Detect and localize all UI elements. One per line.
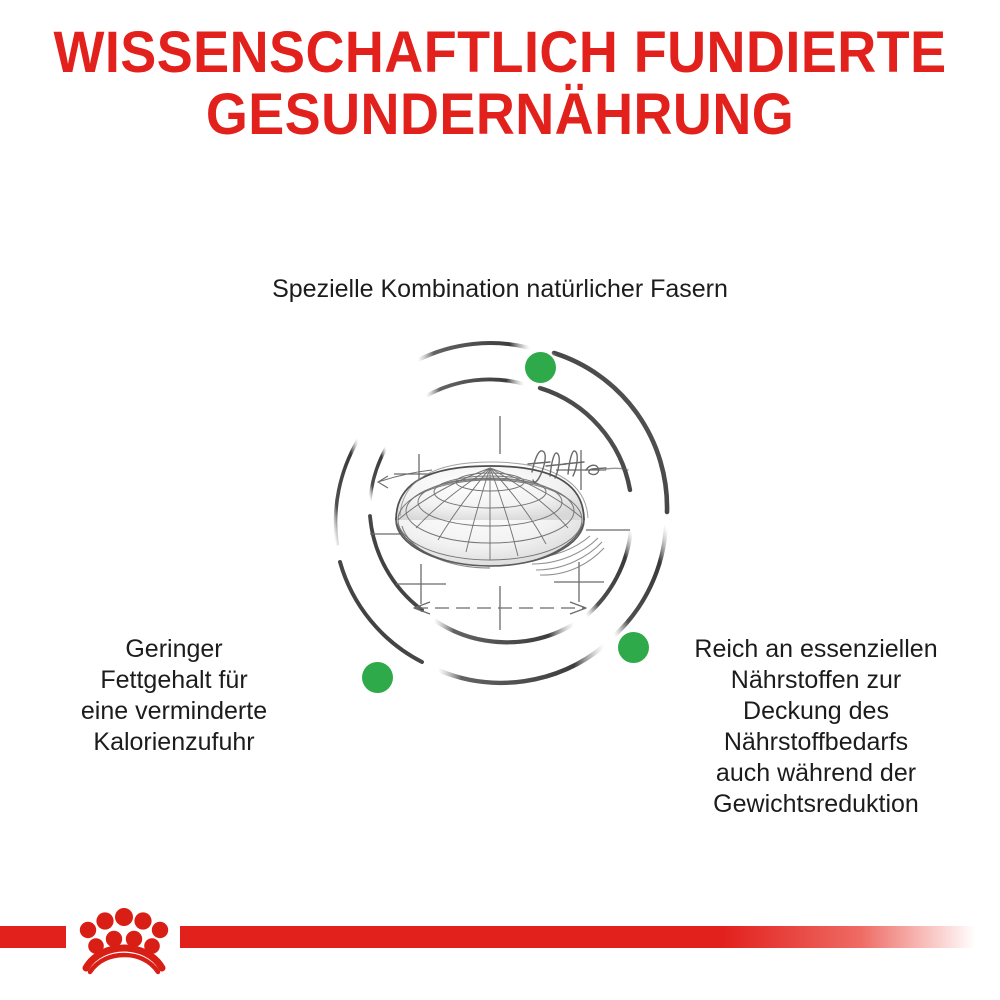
kibble-illustration bbox=[318, 330, 682, 694]
page-title-line-1: WISSENSCHAFTLICH FUNDIERTE bbox=[53, 20, 947, 85]
caption-left-line-3: eine verminderte bbox=[80, 697, 268, 725]
caption-right-line-6: Gewichtsreduktion bbox=[713, 790, 919, 818]
caption-left-line-4: Kalorienzufuhr bbox=[93, 728, 255, 756]
caption-right-line-1: Reich an essenziellen bbox=[694, 635, 938, 663]
page-title-line-2: GESUNDERNÄHRUNG bbox=[205, 82, 795, 147]
feature-label-low-fat: Geringer Fettgehalt für eine verminderte… bbox=[26, 634, 322, 758]
caption-left-line-1: Geringer bbox=[125, 635, 223, 663]
bullet-dot-nutrients bbox=[618, 632, 649, 663]
feature-label-nutrients: Reich an essenziellen Nährstoffen zur De… bbox=[658, 634, 974, 820]
royal-canin-crown-logo bbox=[68, 904, 180, 976]
brand-band-left bbox=[0, 926, 66, 948]
dimension-line bbox=[413, 601, 587, 615]
page-title: WISSENSCHAFTLICH FUNDIERTE GESUNDERNÄHRU… bbox=[35, 22, 965, 146]
inner-ring bbox=[368, 377, 633, 645]
brand-band-right bbox=[180, 926, 1000, 948]
caption-right-line-3: Deckung des bbox=[743, 697, 889, 725]
caption-left-line-2: Fettgehalt für bbox=[100, 666, 248, 694]
outer-ring bbox=[333, 341, 670, 686]
bullet-dot-fibers bbox=[525, 352, 556, 383]
feature-label-fibers: Spezielle Kombination natürlicher Fasern bbox=[272, 275, 728, 303]
caption-right-line-2: Nährstoffen zur bbox=[730, 666, 902, 694]
footer-brand-bar bbox=[0, 896, 1000, 1000]
caption-right-line-4: Nährstoffbedarfs bbox=[723, 728, 909, 756]
handwritten-annotation bbox=[527, 450, 629, 483]
caption-right-line-5: auch während der bbox=[715, 759, 917, 787]
kibble-sketch bbox=[376, 450, 629, 576]
bullet-dot-low-fat bbox=[362, 662, 393, 693]
